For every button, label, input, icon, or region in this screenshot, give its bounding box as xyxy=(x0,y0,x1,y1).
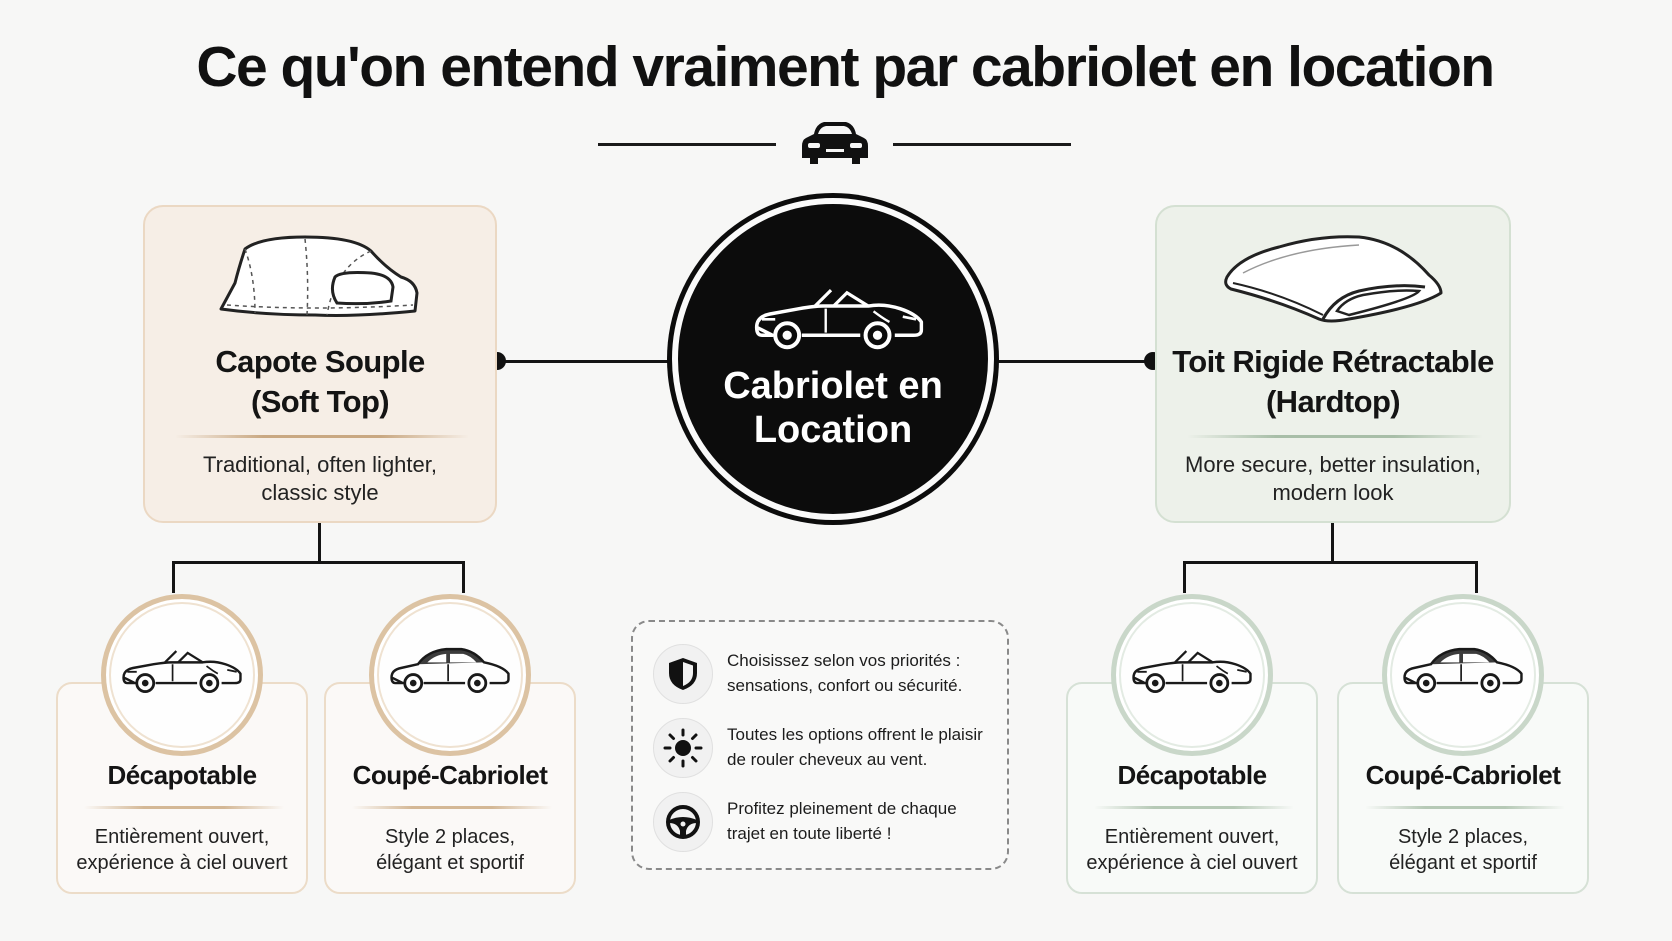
tip-line2: trajet en toute liberté ! xyxy=(727,824,892,843)
hardtop-roof-icon xyxy=(1224,235,1443,323)
soft-top-separator xyxy=(175,435,469,438)
tip-line1: Toutes les options offrent le plaisir xyxy=(727,725,983,744)
sub-card-title: Coupé-Cabriolet xyxy=(1365,760,1561,790)
tree-leg-left-2 xyxy=(462,561,465,593)
sub-card-desc-line2: expérience à ciel ouvert xyxy=(1086,852,1298,874)
soft-top-card: Capote Souple (Soft Top) Traditional, of… xyxy=(143,205,497,523)
hardtop-title-line2: (Hardtop) xyxy=(1265,384,1401,419)
sub-card-separator xyxy=(1094,806,1294,809)
tree-bar-right xyxy=(1183,561,1478,564)
tree-leg-left-1 xyxy=(172,561,175,593)
tree-leg-right-2 xyxy=(1475,561,1478,593)
steering-wheel-icon xyxy=(653,792,713,852)
sub-card-desc-line2: élégant et sportif xyxy=(1389,852,1537,874)
medallion-soft-coupe xyxy=(369,594,531,756)
hardtop-card: Toit Rigide Rétractable (Hardtop) More s… xyxy=(1155,205,1511,523)
title-divider-left xyxy=(598,143,776,146)
soft-top-desc-line2: classic style xyxy=(261,480,379,505)
soft-top-desc-line1: Traditional, often lighter, xyxy=(203,452,437,477)
car-front-icon xyxy=(802,122,868,164)
hardtop-desc-line2: modern look xyxy=(1272,480,1394,505)
tree-leg-right-1 xyxy=(1183,561,1186,593)
tip-item: Toutes les options offrent le plaisir de… xyxy=(653,718,998,778)
tip-line1: Profitez pleinement de chaque xyxy=(727,799,957,818)
shield-icon xyxy=(653,644,713,704)
sub-card-desc-line1: Style 2 places, xyxy=(384,826,516,848)
coupe-cabriolet-car-icon xyxy=(1397,639,1529,697)
tree-stem-left xyxy=(318,523,321,563)
hardtop-title-line1: Toit Rigide Rétractable xyxy=(1172,344,1494,379)
tip-line2: de rouler cheveux au vent. xyxy=(727,750,928,769)
connector-left xyxy=(496,360,676,363)
tree-bar-left xyxy=(172,561,465,564)
convertible-car-icon xyxy=(1126,639,1258,697)
center-circle: Cabriolet en Location xyxy=(672,198,994,520)
tip-item: Profitez pleinement de chaque trajet en … xyxy=(653,792,998,852)
soft-top-title-line1: Capote Souple xyxy=(215,344,425,379)
tip-line1: Choisissez selon vos priorités : xyxy=(727,651,961,670)
soft-top-title-line2: (Soft Top) xyxy=(250,384,390,419)
soft-top-roof-icon xyxy=(219,235,419,317)
tip-text: Profitez pleinement de chaque trajet en … xyxy=(727,796,1002,846)
medallion-hard-coupe xyxy=(1382,594,1544,756)
sub-card-separator xyxy=(1365,806,1565,809)
medallion-soft-decapotable xyxy=(101,594,263,756)
connector-right xyxy=(990,360,1155,363)
coupe-cabriolet-car-icon xyxy=(384,639,516,697)
hardtop-desc-line1: More secure, better insulation, xyxy=(1185,452,1481,477)
tip-item: Choisissez selon vos priorités : sensati… xyxy=(653,644,998,704)
hardtop-separator xyxy=(1187,435,1483,438)
sub-card-title: Décapotable xyxy=(107,760,257,790)
center-label-line1: Cabriolet en xyxy=(723,365,943,407)
sub-card-separator xyxy=(84,806,284,809)
medallion-hard-decapotable xyxy=(1111,594,1273,756)
sub-card-desc-line1: Entièrement ouvert, xyxy=(94,826,270,848)
title-divider-right xyxy=(893,143,1071,146)
sub-card-desc-line2: élégant et sportif xyxy=(376,852,524,874)
page-title: Ce qu'on entend vraiment par cabriolet e… xyxy=(196,35,1495,99)
center-label: Cabriolet en Location xyxy=(678,364,988,452)
sub-card-desc-line2: expérience à ciel ouvert xyxy=(76,852,288,874)
tree-stem-right xyxy=(1331,523,1334,563)
sub-card-desc-line1: Style 2 places, xyxy=(1397,826,1529,848)
sun-icon xyxy=(653,718,713,778)
convertible-car-icon xyxy=(116,639,248,697)
convertible-car-icon xyxy=(746,274,932,354)
sub-card-title: Décapotable xyxy=(1117,760,1267,790)
sub-card-desc-line1: Entièrement ouvert, xyxy=(1104,826,1280,848)
tip-line2: sensations, confort ou sécurité. xyxy=(727,676,963,695)
tip-text: Choisissez selon vos priorités : sensati… xyxy=(727,648,1002,698)
tips-box: Choisissez selon vos priorités : sensati… xyxy=(631,620,1009,870)
center-label-line2: Location xyxy=(753,409,913,451)
sub-card-separator xyxy=(352,806,552,809)
tip-text: Toutes les options offrent le plaisir de… xyxy=(727,722,1002,772)
sub-card-title: Coupé-Cabriolet xyxy=(352,760,548,790)
